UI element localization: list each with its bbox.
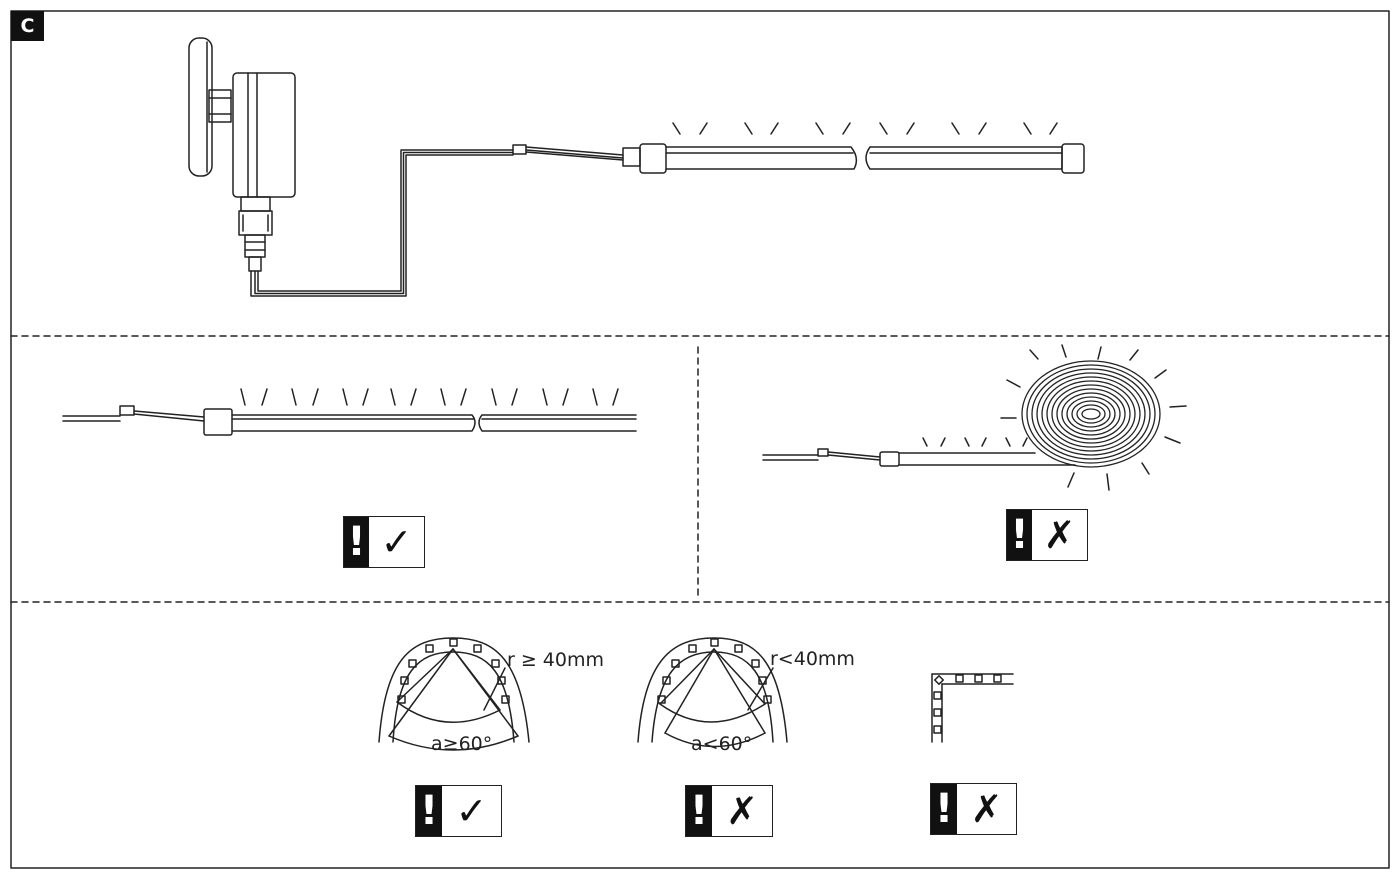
right-angle-diagram [931, 673, 1014, 743]
led-strip-coiled [762, 344, 1187, 491]
ok-badge-bend: ! ✓ [415, 785, 502, 837]
not-ok-badge-tight-bend: ! ✗ [685, 785, 773, 837]
power-adapter-icon [188, 37, 296, 272]
not-ok-badge-right-angle: ! ✗ [930, 783, 1017, 835]
not-ok-badge-coiled: ! ✗ [1006, 509, 1088, 561]
warning-icon: ! [344, 517, 369, 567]
warning-icon: ! [931, 784, 957, 834]
cross-icon: ✗ [1043, 513, 1076, 557]
warning-icon: ! [686, 786, 712, 836]
check-icon: ✓ [455, 789, 488, 833]
light-rays-coil [922, 344, 1187, 491]
light-rays-straight [240, 388, 619, 406]
panel-label: C [20, 15, 35, 37]
bend-bad-radius-label: r<40mm [770, 648, 855, 670]
check-icon: ✓ [380, 520, 413, 564]
cross-icon: ✗ [970, 787, 1003, 831]
led-strip-top [622, 122, 1085, 174]
bend-ok-angle-label: a≥60° [431, 733, 493, 755]
warning-icon: ! [1007, 510, 1032, 560]
bend-ok-diagram [378, 637, 530, 751]
bend-ok-radius-label: r ≥ 40mm [507, 649, 605, 671]
light-rays-top [672, 122, 1058, 135]
bend-bad-diagram [637, 637, 788, 748]
panel-label-badge: C [11, 11, 44, 41]
bend-bad-angle-label: a<60° [691, 733, 753, 755]
led-strip-straight [62, 388, 637, 436]
power-cable [250, 144, 624, 297]
cross-icon: ✗ [726, 789, 758, 833]
coil-rings [1021, 360, 1161, 468]
ok-badge-straight: ! ✓ [343, 516, 425, 568]
warning-icon: ! [416, 786, 442, 836]
outer-frame [10, 10, 1390, 869]
